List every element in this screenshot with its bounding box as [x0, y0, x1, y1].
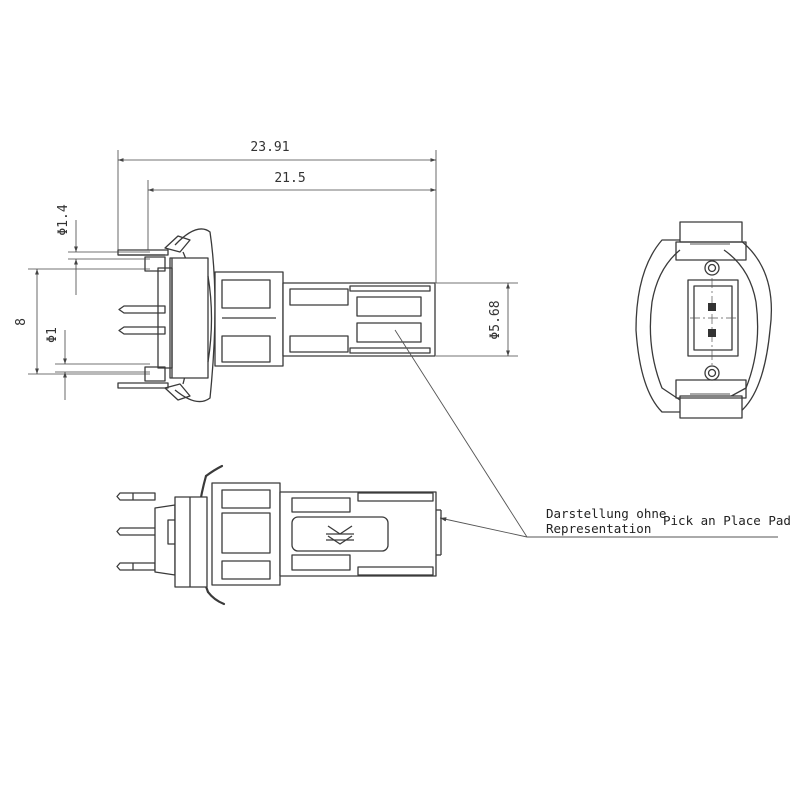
bottom-view [116, 464, 442, 606]
dimension-lines [28, 150, 778, 538]
dim-overall-length: 23.91 [250, 140, 289, 155]
dim-pin-diameter-bottom: Φ1 [45, 327, 60, 343]
note-line-2: Representation [546, 521, 651, 536]
note-line-1: Darstellung ohne [546, 506, 666, 521]
end-view [635, 221, 773, 419]
dimension-labels: 23.91 21.5 Φ1.4 8 Φ1 Φ5.68 [14, 140, 503, 343]
dim-pin-diameter-top: Φ1.4 [56, 204, 71, 235]
annotation-note: Darstellung ohne Representation Pick an … [546, 506, 791, 536]
top-view [117, 228, 436, 403]
dim-pin-spacing: 8 [14, 318, 29, 326]
note-line-3: Pick an Place Pad [663, 513, 791, 528]
pick-and-place-pad-symbol [326, 525, 354, 545]
dim-body-diameter: Φ5.68 [488, 300, 503, 339]
dim-body-length: 21.5 [274, 171, 305, 186]
